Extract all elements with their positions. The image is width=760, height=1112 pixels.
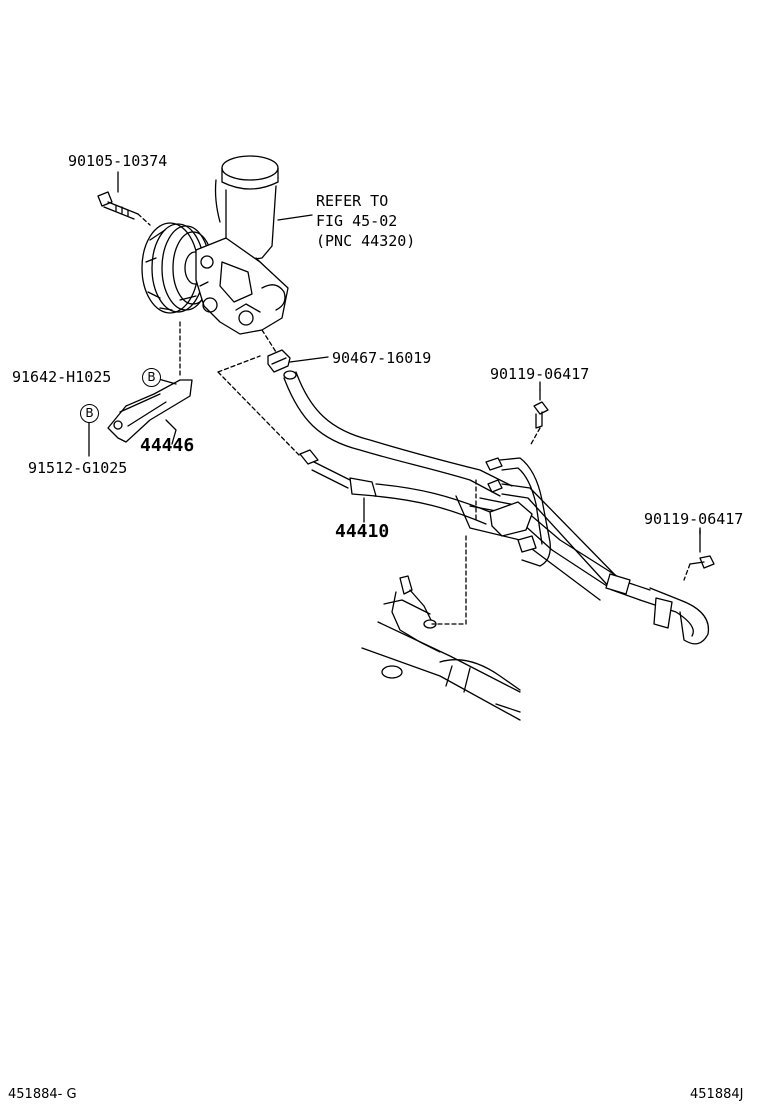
bracket-part bbox=[108, 322, 192, 444]
union-bolt-right bbox=[684, 530, 714, 580]
callout-reservoir-ref-3: (PNC 44320) bbox=[316, 232, 416, 250]
callout-bracket-bolt-b: 91512-G1025 bbox=[28, 459, 128, 477]
callout-union-bolt-upper: 90119-06417 bbox=[490, 365, 590, 383]
footer-right-code: 451884J bbox=[690, 1087, 744, 1102]
callout-union-bolt-right: 90119-06417 bbox=[644, 510, 744, 528]
callout-hose-assy: 44410 bbox=[335, 521, 390, 542]
steering-gear bbox=[362, 480, 520, 720]
reservoir-leader bbox=[278, 215, 312, 220]
steel-lines bbox=[456, 458, 708, 644]
callout-bracket-part: 44446 bbox=[140, 435, 195, 456]
ref-mark-b-2: B bbox=[80, 404, 99, 423]
callout-bolt-pump: 90105-10374 bbox=[68, 152, 168, 170]
callout-reservoir-ref-1: REFER TO bbox=[316, 192, 389, 210]
clamp-part bbox=[268, 350, 328, 372]
callout-reservoir-ref-2: FIG 45-02 bbox=[316, 212, 398, 230]
footer-left-code: 451884- G bbox=[8, 1087, 77, 1102]
pump-bolt bbox=[98, 192, 150, 225]
pressure-hose bbox=[300, 450, 490, 524]
callout-bracket-bolt: 91642-H1025 bbox=[12, 368, 112, 386]
ref-mark-b-1: B bbox=[142, 368, 161, 387]
callout-clamp: 90467-16019 bbox=[332, 349, 432, 367]
return-hose bbox=[284, 371, 512, 496]
union-bolt-upper bbox=[530, 390, 548, 446]
